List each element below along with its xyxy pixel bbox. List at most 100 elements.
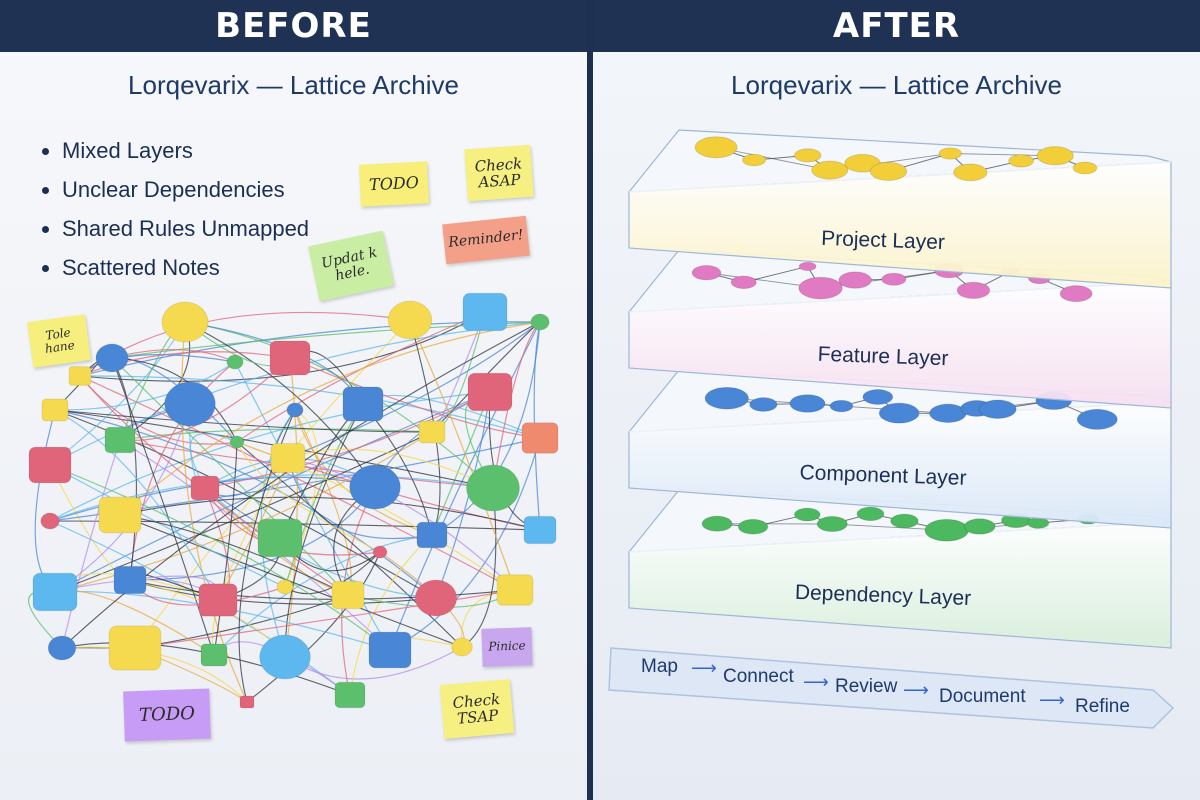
layer-node bbox=[862, 389, 894, 405]
tangled-edge bbox=[54, 591, 391, 651]
tangled-edge bbox=[54, 409, 219, 601]
layer-node bbox=[829, 399, 854, 413]
layer-node bbox=[881, 272, 907, 286]
layer-node bbox=[794, 148, 822, 163]
tangled-edge bbox=[61, 439, 121, 649]
flow-step-connect: Connect bbox=[723, 666, 794, 687]
network-node bbox=[32, 572, 78, 612]
layer-node bbox=[956, 281, 991, 300]
after-banner: AFTER bbox=[593, 0, 1200, 52]
tangled-edge bbox=[409, 319, 441, 536]
panel-divider bbox=[587, 0, 593, 800]
tangled-edge bbox=[289, 357, 541, 439]
network-node bbox=[270, 443, 306, 473]
tangled-edge bbox=[119, 428, 433, 441]
tangled-edge bbox=[236, 441, 381, 553]
tangled-edge bbox=[119, 514, 463, 648]
tangled-edge bbox=[211, 457, 289, 656]
before-panel: BEFORE Lorqevarix — Lattice Archive Mixe… bbox=[0, 0, 587, 800]
before-banner: BEFORE bbox=[0, 0, 587, 52]
layer-node bbox=[749, 397, 778, 412]
layer-node bbox=[811, 160, 849, 180]
network-node bbox=[98, 496, 142, 534]
network-node bbox=[286, 402, 304, 418]
network-node bbox=[451, 637, 473, 657]
sticky-note-left: Tole hane bbox=[27, 314, 91, 368]
tangled-edge bbox=[284, 551, 381, 595]
flow-step-refine: Refine bbox=[1075, 696, 1130, 717]
network-node bbox=[164, 381, 216, 427]
tangled-edge bbox=[49, 464, 391, 651]
tangled-edge bbox=[79, 375, 516, 591]
after-title: Lorqevarix — Lattice Archive bbox=[731, 70, 1062, 100]
network-node bbox=[41, 398, 69, 422]
layer-node bbox=[1008, 154, 1035, 168]
sticky-note-reminder: Reminder! bbox=[442, 215, 530, 265]
tangled-edge bbox=[204, 391, 491, 489]
layer-node bbox=[869, 161, 908, 182]
network-node bbox=[349, 464, 401, 510]
sticky-note-todo-bottom: TODO bbox=[123, 688, 211, 742]
network-node bbox=[523, 515, 557, 545]
tangled-edge bbox=[236, 311, 486, 443]
network-node bbox=[387, 300, 433, 340]
network-node bbox=[226, 354, 244, 370]
flow-step-review: Review bbox=[835, 676, 898, 697]
network-node bbox=[190, 475, 220, 501]
layer-node bbox=[691, 265, 722, 281]
issue-item: Unclear Dependencies bbox=[40, 175, 309, 214]
tangled-edge bbox=[287, 457, 433, 540]
network-node bbox=[414, 579, 458, 617]
tangled-edge bbox=[213, 441, 238, 656]
layer-node bbox=[963, 518, 996, 535]
layer-node bbox=[798, 261, 817, 272]
sticky-note-check-bottom: Check TSAP bbox=[439, 679, 515, 739]
flow-step-document: Document bbox=[939, 686, 1026, 707]
tangled-edge bbox=[533, 321, 541, 531]
tangled-edge bbox=[79, 311, 411, 377]
before-title: Lorqevarix — Lattice Archive bbox=[128, 70, 459, 100]
arrow-right-icon: ⟶ bbox=[1039, 690, 1065, 711]
issue-item: Mixed Layers bbox=[40, 136, 309, 175]
tangled-edge bbox=[184, 321, 376, 488]
layer-node bbox=[890, 513, 919, 529]
tangled-edge bbox=[204, 487, 437, 599]
tangled-edge bbox=[284, 357, 298, 658]
tangled-edge bbox=[213, 534, 433, 656]
network-node bbox=[342, 386, 384, 422]
tangled-edge bbox=[431, 391, 491, 536]
sticky-note-todo: TODO bbox=[358, 161, 430, 207]
layer-node bbox=[701, 515, 733, 532]
issue-item: Shared Rules Unmapped bbox=[40, 214, 309, 253]
network-node bbox=[259, 634, 311, 680]
layer-node bbox=[878, 402, 920, 424]
network-node bbox=[28, 446, 72, 484]
network-node bbox=[269, 340, 311, 376]
layer-node bbox=[1036, 146, 1074, 166]
tangled-edge bbox=[61, 321, 541, 649]
tangled-edge bbox=[134, 589, 516, 649]
network-node bbox=[521, 422, 559, 454]
layer-slab bbox=[627, 489, 1172, 649]
network-node bbox=[95, 343, 129, 373]
flow-step-map: Map bbox=[641, 656, 678, 677]
tangled-edge bbox=[234, 361, 391, 651]
tangled-edge bbox=[409, 319, 516, 591]
tangled-edge bbox=[431, 321, 541, 536]
layer-slab bbox=[627, 129, 1172, 289]
layer-node bbox=[953, 163, 988, 182]
tangled-edge bbox=[284, 403, 364, 658]
arrow-right-icon: ⟶ bbox=[803, 672, 829, 693]
layer-slab bbox=[627, 369, 1172, 529]
layer-node bbox=[742, 153, 767, 167]
network-node bbox=[40, 512, 60, 530]
layer-node bbox=[793, 507, 821, 522]
tangled-edge bbox=[246, 551, 381, 703]
tangled-edge bbox=[287, 457, 516, 591]
tangled-edge bbox=[119, 496, 541, 531]
tangled-edge bbox=[61, 642, 351, 696]
sticky-note-pinice: Pinice bbox=[481, 627, 533, 667]
layer-slab bbox=[627, 249, 1172, 409]
network-node bbox=[200, 643, 228, 667]
network-node bbox=[276, 579, 294, 595]
